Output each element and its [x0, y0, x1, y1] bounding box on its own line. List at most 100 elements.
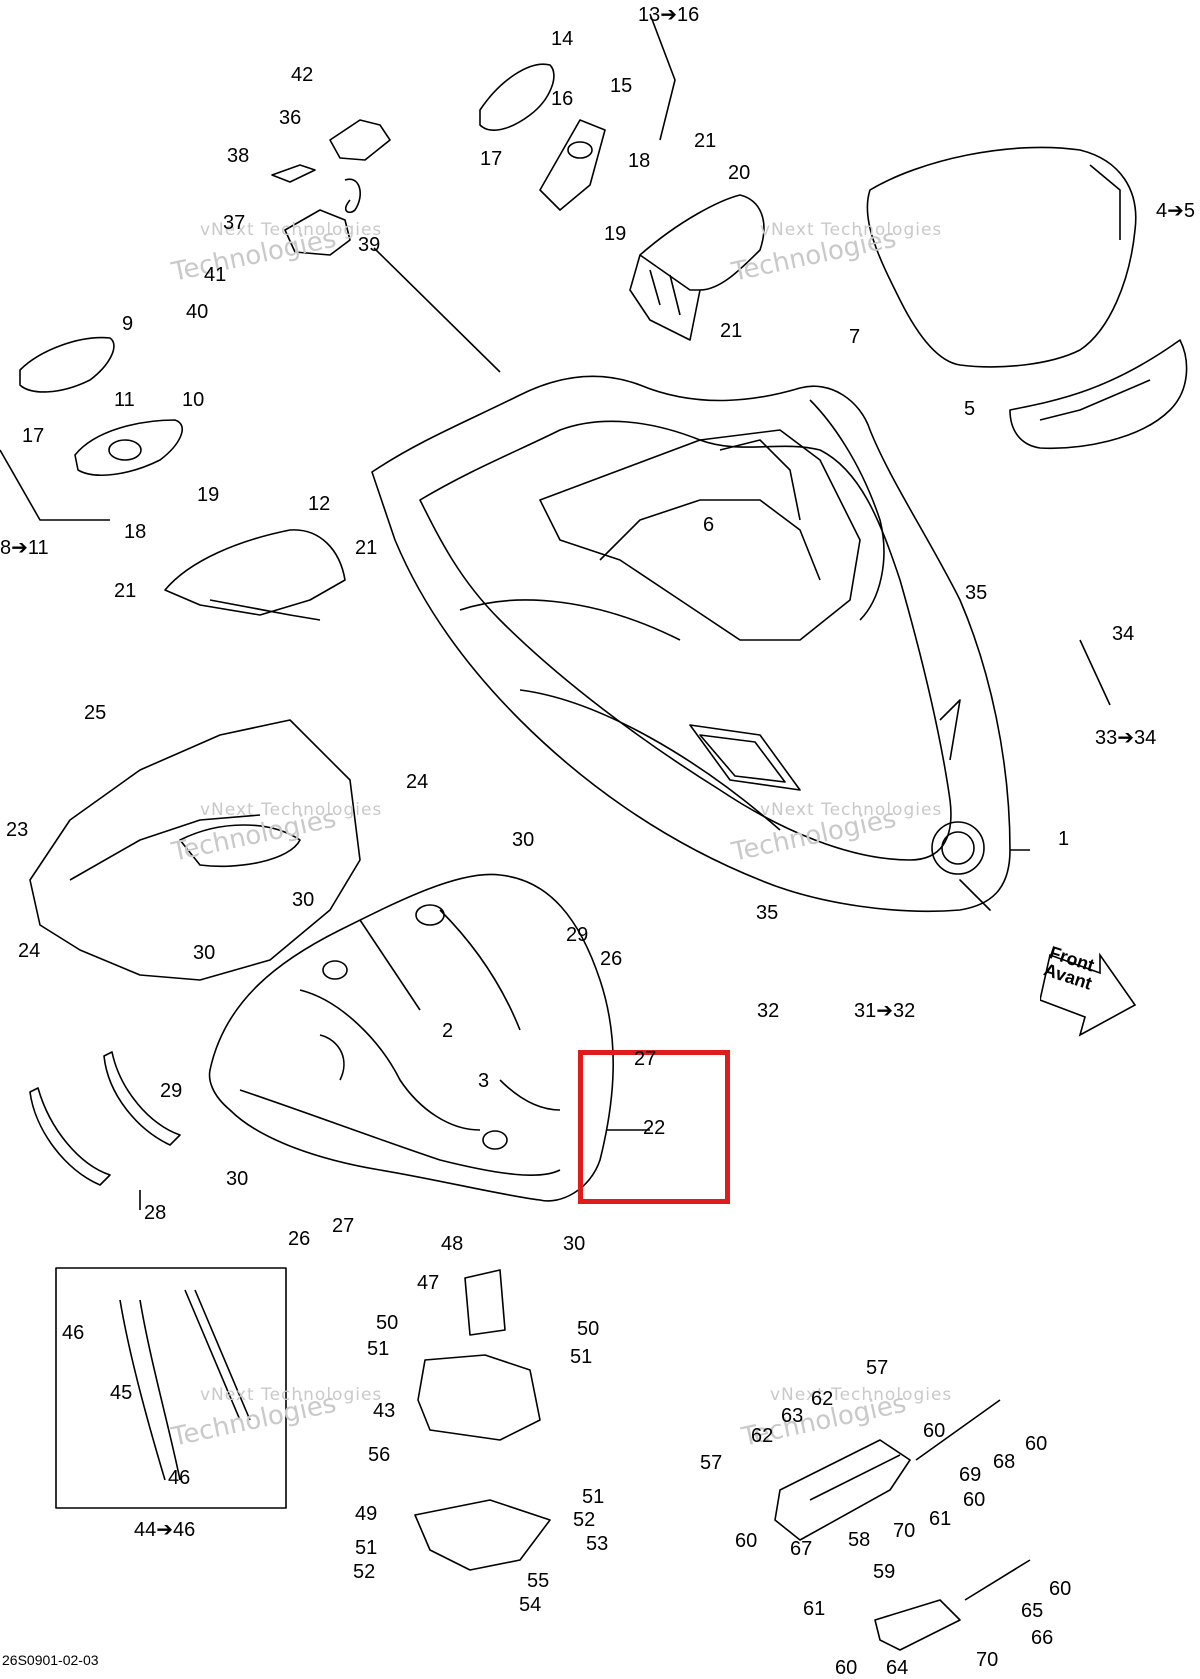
- callout-62a: 62: [811, 1388, 834, 1410]
- callout-37: 37: [223, 212, 246, 234]
- highlight-box-part-22: [578, 1050, 730, 1204]
- callout-45: 45: [110, 1382, 133, 1404]
- callout-22: 22: [643, 1117, 666, 1139]
- callout-30b: 30: [292, 889, 315, 911]
- callout-62b: 62: [751, 1425, 774, 1447]
- callout-35a: 35: [965, 582, 988, 604]
- callout-21d: 21: [114, 580, 137, 602]
- callout-31-32: 31➔32: [854, 1000, 916, 1022]
- callout-63: 63: [781, 1405, 804, 1427]
- callout-57a: 57: [866, 1357, 889, 1379]
- callout-26a: 26: [600, 948, 623, 970]
- callout-48: 48: [441, 1233, 464, 1255]
- callout-51a: 51: [367, 1338, 390, 1360]
- callout-58: 58: [848, 1529, 871, 1551]
- callout-2: 2: [442, 1020, 454, 1042]
- callout-35b: 35: [756, 902, 779, 924]
- callout-55: 55: [527, 1570, 550, 1592]
- callout-34: 34: [1112, 623, 1135, 645]
- callout-26b: 26: [288, 1228, 311, 1250]
- callout-10: 10: [182, 389, 205, 411]
- callout-65: 65: [1021, 1600, 1044, 1622]
- callout-9: 9: [122, 313, 134, 335]
- callout-1: 1: [1058, 828, 1070, 850]
- callout-51b: 51: [570, 1346, 593, 1368]
- callout-32: 32: [757, 1000, 780, 1022]
- callout-57b: 57: [700, 1452, 723, 1474]
- callout-15: 15: [610, 75, 633, 97]
- callout-51d: 51: [355, 1537, 378, 1559]
- callout-28: 28: [144, 1202, 167, 1224]
- callout-30a: 30: [512, 829, 535, 851]
- callout-14: 14: [551, 28, 574, 50]
- callout-29a: 29: [566, 924, 589, 946]
- callout-51c: 51: [582, 1486, 605, 1508]
- front-arrow-shape: [1040, 952, 1137, 1037]
- boot-47: [464, 1269, 506, 1336]
- riser-67: [774, 1439, 911, 1541]
- callout-60f: 60: [835, 1657, 858, 1679]
- callout-52a: 52: [573, 1509, 596, 1531]
- callout-41: 41: [204, 264, 227, 286]
- kit-box-44-46: [55, 1267, 287, 1509]
- callout-39: 39: [358, 234, 381, 256]
- callout-19b: 19: [197, 484, 220, 506]
- switch-37: [284, 209, 351, 256]
- callout-27a: 27: [634, 1048, 657, 1070]
- callout-18a: 18: [628, 150, 651, 172]
- callout-60c: 60: [963, 1489, 986, 1511]
- lens-9: [19, 336, 115, 393]
- callout-43: 43: [373, 1400, 396, 1422]
- callout-60d: 60: [735, 1530, 758, 1552]
- bottom-pan: [208, 873, 614, 1202]
- callout-59: 59: [873, 1561, 896, 1583]
- callout-54: 54: [519, 1594, 542, 1616]
- callout-70a: 70: [893, 1520, 916, 1542]
- callout-61b: 61: [803, 1598, 826, 1620]
- gauge-cover: [164, 529, 346, 616]
- callout-23: 23: [6, 819, 29, 841]
- callout-53: 53: [586, 1533, 609, 1555]
- callout-49: 49: [355, 1503, 378, 1525]
- strap-28b: [103, 1051, 181, 1146]
- plate-49: [414, 1499, 551, 1571]
- hood-outline: [371, 375, 1011, 913]
- callout-47: 47: [417, 1272, 440, 1294]
- callout-30d: 30: [226, 1168, 249, 1190]
- callout-5: 5: [964, 398, 976, 420]
- callout-33-34: 33➔34: [1095, 727, 1157, 749]
- gauge-plate-10: [74, 419, 183, 476]
- callout-18b: 18: [124, 521, 147, 543]
- callout-70b: 70: [976, 1649, 999, 1671]
- callout-19a: 19: [604, 223, 627, 245]
- headlight-nose: [931, 821, 985, 875]
- callout-6: 6: [703, 514, 715, 536]
- callout-64: 64: [886, 1657, 909, 1679]
- callout-3: 3: [478, 1070, 490, 1092]
- callout-24b: 24: [18, 940, 41, 962]
- callout-4-5: 4➔5: [1156, 200, 1196, 222]
- lens-14: [479, 63, 555, 131]
- callout-30c: 30: [193, 942, 216, 964]
- callout-20: 20: [728, 162, 751, 184]
- callout-17a: 17: [480, 148, 503, 170]
- callout-50b: 50: [577, 1318, 600, 1340]
- callout-67: 67: [790, 1538, 813, 1560]
- callout-42: 42: [291, 64, 314, 86]
- riser-64: [874, 1599, 961, 1651]
- reference-code: 26S0901-02-03: [2, 1652, 99, 1668]
- callout-52b: 52: [353, 1561, 376, 1583]
- callout-46b: 46: [168, 1467, 191, 1489]
- callout-60a: 60: [923, 1420, 946, 1442]
- callout-46a: 46: [62, 1322, 85, 1344]
- callout-56: 56: [368, 1444, 391, 1466]
- callout-11: 11: [114, 389, 135, 411]
- windshield: [866, 146, 1137, 368]
- callout-40: 40: [186, 301, 209, 323]
- callout-24a: 24: [406, 771, 429, 793]
- callout-12: 12: [308, 493, 331, 515]
- callout-16: 16: [551, 88, 574, 110]
- callout-36: 36: [279, 107, 302, 129]
- ignition-bracket-36: [329, 119, 391, 161]
